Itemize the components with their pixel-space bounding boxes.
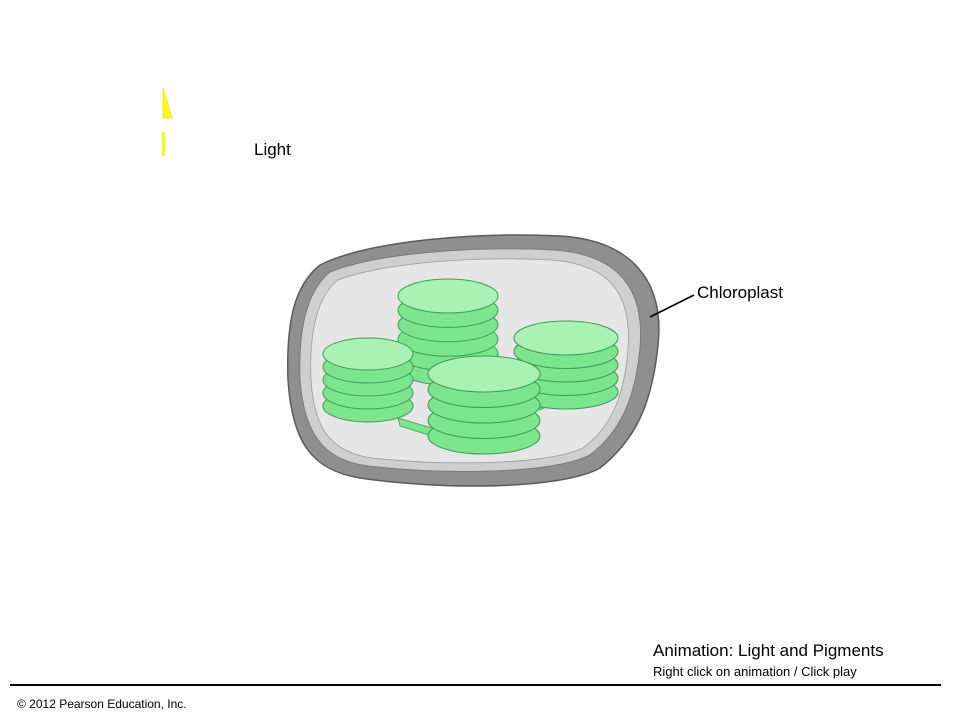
footer-divider (10, 684, 941, 686)
chloroplast-label: Chloroplast (697, 283, 783, 302)
grana (322, 278, 619, 455)
granum-left (322, 337, 414, 423)
thylakoid-disc (513, 320, 619, 356)
thylakoid-disc (397, 278, 499, 314)
animation-instruction: Right click on animation / Click play (653, 664, 857, 679)
animation-title[interactable]: Animation: Light and Pigments (653, 641, 884, 660)
copyright-notice: © 2012 Pearson Education, Inc. (17, 697, 187, 711)
granum-right (513, 320, 619, 410)
chloroplast-leader-line (649, 294, 695, 318)
thylakoid-disc (427, 355, 541, 393)
thylakoid-disc (322, 337, 414, 371)
light-arrow (162, 87, 173, 156)
light-label: Light (254, 140, 291, 159)
granum-front (427, 355, 541, 455)
